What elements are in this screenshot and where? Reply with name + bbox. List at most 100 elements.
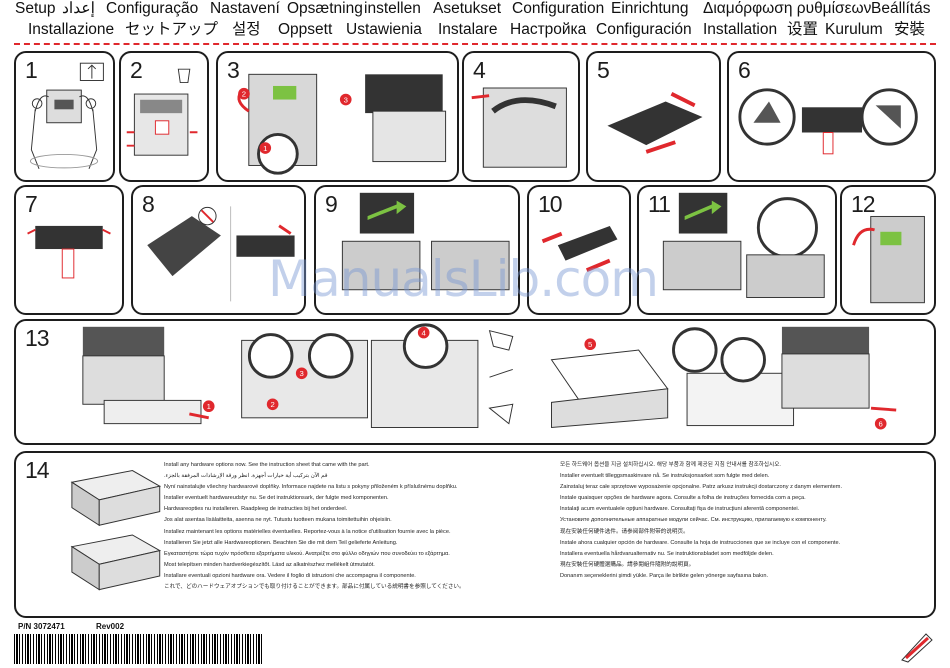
title-setup-da: Opsætning	[287, 0, 363, 17]
pull-tape-illustration	[27, 225, 111, 279]
note-da: Installer eventuelt hardwareudstyr nu. S…	[164, 495, 389, 502]
optional-trays-illustration	[70, 470, 162, 591]
note-de: Installieren Sie jetzt alle Hardwareopti…	[164, 539, 398, 546]
note-sv: Installera eventuella hårdvarualternativ…	[560, 550, 774, 557]
step-11-panel: 11	[637, 185, 837, 315]
title-setup-pl: Ustawienia	[346, 21, 422, 38]
step-4-panel: 4	[462, 51, 580, 182]
svg-text:6: 6	[879, 420, 883, 429]
svg-text:5: 5	[588, 340, 592, 349]
insert-toner-illustration	[662, 192, 825, 298]
title-setup-ar: إعداد	[62, 0, 95, 17]
note-fr: Installez maintenant les options matérie…	[164, 528, 451, 535]
remove-packing-material-illustration	[738, 88, 918, 155]
title-setup-el: Διαμόρφωση ρυθμίσεων	[703, 0, 872, 17]
note-cs: Nyní nainstalujte všechny hardwarové dop…	[164, 484, 458, 491]
remove-cartridge-illustration	[471, 87, 567, 168]
note-ko: 모든 하드웨어 옵션을 지금 설치하십시오. 해당 부품과 함께 제공된 지침 …	[560, 462, 781, 468]
close-door-illustration	[852, 215, 925, 304]
step-2-panel: 2	[119, 51, 209, 182]
revision: Rev002	[96, 622, 125, 631]
step-8-panel: 8	[131, 185, 306, 315]
callout-3: 3	[344, 95, 348, 104]
title-setup-sv: Installation	[703, 21, 778, 38]
note-nl: Hardwareopties nu installeren. Raadpleeg…	[164, 506, 348, 513]
title-setup-fr: Configuration	[512, 0, 605, 17]
note-ro: Instalaţi acum eventualele opţiuni hardw…	[560, 506, 800, 513]
notes-column-right: 모든 하드웨어 옵션을 지금 설치하십시오. 해당 부품과 함께 제공된 지침 …	[560, 460, 932, 582]
title-setup-hu: Beállítás	[871, 0, 931, 17]
lift-printer-illustration	[29, 62, 104, 170]
step-12-number: 12	[851, 191, 876, 217]
note-el: Εγκαταστήστε τώρα τυχόν πρόσθετα εξαρτήμ…	[164, 550, 450, 557]
svg-text:1: 1	[207, 402, 211, 411]
title-setup-en: Setup	[15, 0, 56, 17]
step-6-panel: 6	[727, 51, 936, 182]
callout-2: 2	[242, 90, 246, 99]
note-zh-cn: 现在安装任何硬件选件。请参阅部件附带的说明页。	[560, 528, 689, 535]
note-it: Installare eventuali opzioni hardware or…	[164, 572, 416, 579]
title-setup-fi: Asetukset	[433, 0, 502, 17]
note-fi: Jos alat asentaa lisälaitteita, asenna n…	[164, 517, 392, 524]
step-1-panel: 1	[14, 51, 115, 182]
title-setup-ko: 설정	[232, 21, 261, 38]
note-tr: Donanım seçeneklerini şimdi yükle. Parça…	[560, 572, 769, 579]
title-setup-de: Einrichtung	[611, 0, 689, 17]
title-setup-no: Oppsett	[278, 21, 333, 38]
title-setup-it: Installazione	[28, 21, 115, 38]
step-3-number: 3	[227, 57, 240, 83]
title-setup-cs: Nastavení	[210, 0, 280, 17]
insert-imaging-unit-illustration	[341, 192, 510, 291]
title-setup-nl: instellen	[364, 0, 421, 17]
note-zh-tw: 現在安裝任何硬體選購品。請參閱組件隨附的說明頁。	[560, 561, 695, 568]
note-pt: Instale quaisquer opções de hardware ago…	[560, 495, 806, 502]
step-9-panel: 9	[314, 185, 520, 315]
title-setup-ro: Instalare	[438, 21, 498, 38]
note-pl: Zainstaluj teraz całe sprzętowe wyposaże…	[560, 484, 842, 491]
open-front-door-illustration: 2 1 3	[237, 73, 447, 175]
dashed-cut-line	[14, 43, 936, 45]
note-ar: قم الآن بتركيب أية خيارات أجهزة. انظر ور…	[164, 473, 328, 480]
notes-column-left: Install any hardware options now. See th…	[164, 460, 536, 593]
step-13-number: 13	[25, 325, 50, 351]
barcode	[14, 634, 264, 664]
note-ja: これで、どのハードウェアオプションでも取り付けることができます。部品に付属してい…	[164, 584, 465, 591]
shake-toner-illustration	[541, 225, 618, 272]
step-7-number: 7	[25, 191, 38, 217]
page-turn-icon	[901, 633, 933, 663]
title-setup-ru: Настройка	[510, 21, 587, 38]
title-setup-tr: Kurulum	[825, 21, 883, 38]
step-3-panel: 2 1 3 3	[216, 51, 459, 182]
callout-1: 1	[263, 144, 267, 153]
title-setup-zh-cn: 设置	[787, 21, 819, 38]
shake-cartridge-illustration	[607, 91, 703, 154]
watermark: ManualsLib.com	[268, 250, 659, 308]
note-ru: Установите дополнительные аппаратные мод…	[560, 517, 827, 524]
step-12-panel: 12	[840, 185, 936, 315]
step-6-number: 6	[738, 57, 751, 83]
title-setup-es: Configuración	[596, 21, 692, 38]
step-13-panel: 1 2 3 4 5 6 13	[14, 319, 936, 445]
step-1-number: 1	[25, 57, 38, 83]
remove-packing-illustration	[126, 68, 198, 156]
title-setup-zh-tw: 安裝	[894, 21, 926, 38]
load-paper-tray-illustration: 1 2 3 4 5 6	[82, 323, 897, 430]
step-10-number: 10	[538, 191, 563, 217]
title-setup-pt: Configuração	[106, 0, 199, 17]
svg-text:4: 4	[422, 329, 427, 338]
step-14-panel: 14 Install any hardware options now. See…	[14, 451, 936, 618]
note-es: Instale ahora cualquier opción de hardwa…	[560, 539, 841, 546]
step-10-panel: 10	[527, 185, 631, 315]
step-7-panel: 7	[14, 185, 124, 315]
step-5-panel: 5	[586, 51, 721, 182]
unpack-imaging-unit-illustration	[147, 206, 295, 302]
step-8-number: 8	[142, 191, 155, 217]
step-9-number: 9	[325, 191, 338, 217]
part-number: P/N 3072471	[18, 622, 65, 631]
note-hu: Most telepítsen minden hardverkiegészítő…	[164, 561, 375, 568]
step-2-number: 2	[130, 57, 143, 83]
svg-text:2: 2	[270, 400, 274, 409]
step-14-number: 14	[25, 457, 50, 483]
step-5-number: 5	[597, 57, 610, 83]
step-4-number: 4	[473, 57, 486, 83]
